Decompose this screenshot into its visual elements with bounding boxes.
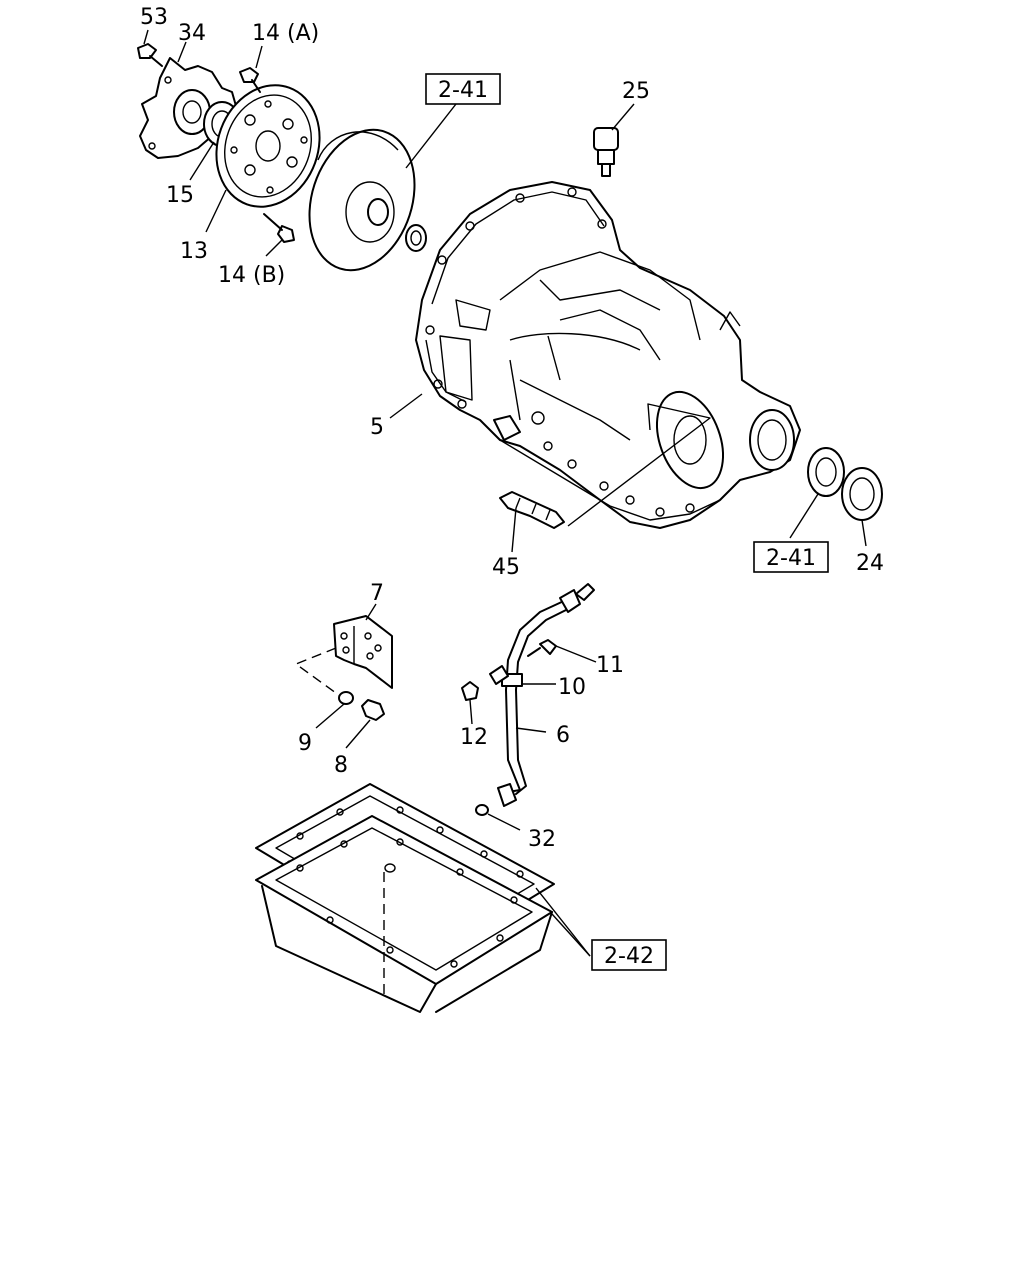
callout-14b: 14 (B) [218,263,285,288]
callout-8: 8 [334,753,348,778]
callout-32: 32 [528,827,556,852]
callout-14a: 14 (A) [252,21,319,46]
oil-pan-part [255,815,553,1013]
o-ring-32-part [475,804,489,816]
speed-sensor-45-part [499,491,565,529]
nut-12-part [461,681,479,701]
callout-25: 25 [622,79,650,104]
ref-label-2-42: 2-42 [604,944,654,969]
callout-15: 15 [166,183,194,208]
ref-box-2-42[interactable]: 2-42 [591,939,667,971]
sensor-25-part [593,127,619,177]
dust-cover-24-part [841,467,883,521]
callout-7: 7 [370,581,384,606]
callout-24: 24 [856,551,884,576]
oil-seal-part [405,224,427,252]
callout-9: 9 [298,731,312,756]
callout-10: 10 [558,675,586,700]
callout-45: 45 [492,555,520,580]
bracket-7-part [333,615,393,689]
bolt-14b-part [263,213,295,243]
leader-lines [143,29,867,957]
bolt-14a-part [239,67,261,93]
rear-oil-seal-part [807,447,845,497]
torque-converter-part [308,128,416,272]
drive-plate-part [215,84,321,208]
bolt-8-part [361,699,385,721]
callout-12: 12 [460,725,488,750]
ref-box-2-41-right[interactable]: 2-41 [753,541,829,573]
callout-6: 6 [556,723,570,748]
bolt-53-part [137,43,163,67]
bolt-11-part [539,639,557,655]
oil-filler-pipe-part [497,583,595,807]
washer-9-part [338,691,354,705]
transmission-case-part [415,181,801,529]
callout-13: 13 [180,239,208,264]
callout-53: 53 [140,5,168,30]
callout-34: 34 [178,21,206,46]
callout-5: 5 [370,415,384,440]
ref-label-2-41-top: 2-41 [438,78,488,103]
clip-part [489,665,509,685]
ref-label-2-41-right: 2-41 [766,546,816,571]
callout-11: 11 [596,653,624,678]
ref-box-2-41-top[interactable]: 2-41 [425,73,501,105]
